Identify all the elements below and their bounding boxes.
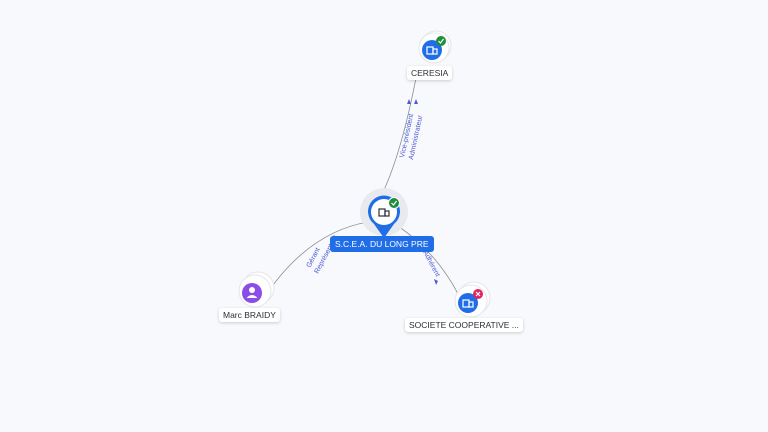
company-icon xyxy=(426,46,438,55)
person-icon xyxy=(246,287,258,298)
company-icon xyxy=(462,299,474,308)
node-label-center[interactable]: S.C.E.A. DU LONG PRE xyxy=(330,236,434,252)
edge-label-adherent: Adhérent xyxy=(421,250,441,278)
edge-center-ceresia xyxy=(383,77,417,191)
closed-status-icon xyxy=(473,289,483,299)
node-coop[interactable] xyxy=(454,281,491,318)
node-label-ceresia[interactable]: CERESIA xyxy=(407,66,453,80)
node-label-coop[interactable]: SOCIETE COOPERATIVE ... xyxy=(405,318,523,332)
arrow-marker-ceresia xyxy=(407,99,418,104)
active-status-icon xyxy=(388,197,400,209)
node-ceresia[interactable] xyxy=(418,30,452,64)
node-center[interactable] xyxy=(360,188,408,238)
node-label-marc[interactable]: Marc BRAIDY xyxy=(219,308,280,322)
company-icon xyxy=(378,208,390,217)
arrow-marker-coop xyxy=(434,279,438,285)
edge-center-marc xyxy=(267,221,369,293)
node-marc[interactable] xyxy=(238,271,275,308)
active-status-icon xyxy=(436,36,446,46)
